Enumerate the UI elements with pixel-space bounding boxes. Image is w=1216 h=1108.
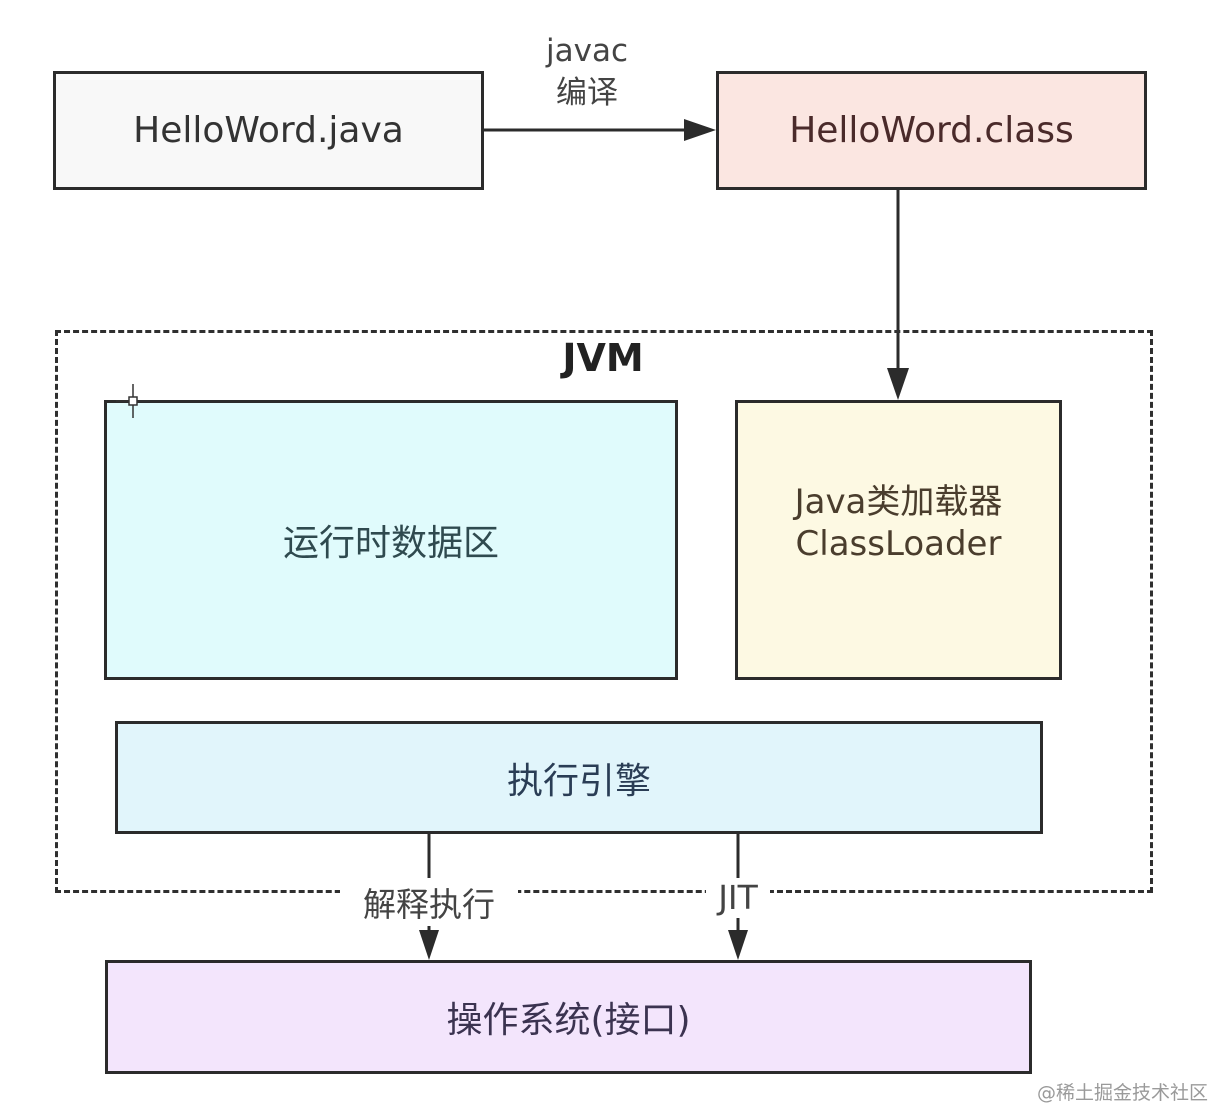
source-file-node: HelloWord.java — [53, 71, 484, 190]
jit-arrowhead — [728, 930, 748, 960]
class-loader-node: Java类加载器 ClassLoader — [735, 400, 1062, 680]
watermark: @稀土掘金技术社区 — [1036, 1082, 1208, 1104]
class-loader-line2: ClassLoader — [795, 524, 1002, 564]
execution-engine-label: 执行引擎 — [506, 760, 651, 802]
crosshair-cursor-icon — [116, 384, 150, 418]
compile-arrowhead — [684, 119, 716, 141]
runtime-data-area-label: 运行时数据区 — [282, 523, 499, 564]
operating-system-label: 操作系统(接口) — [446, 1000, 691, 1041]
compile-edge-line2: 编译 — [556, 75, 618, 111]
jvm-container — [55, 330, 1153, 893]
interpret-arrowhead — [419, 930, 439, 960]
compile-edge-label: javac 编译 — [527, 30, 647, 114]
jvm-title: JVM — [562, 336, 644, 380]
operating-system-node: 操作系统(接口) — [105, 960, 1032, 1074]
load-arrowhead — [887, 368, 909, 400]
jit-edge-label: JIT — [706, 878, 770, 917]
runtime-data-area-node: 运行时数据区 — [104, 400, 678, 680]
execution-engine-node: 执行引擎 — [115, 721, 1043, 834]
compile-edge-line1: javac — [546, 33, 628, 69]
interpret-edge-label: 解释执行 — [340, 878, 518, 926]
class-loader-line1: Java类加载器 — [794, 482, 1003, 522]
class-file-label: HelloWord.class — [789, 110, 1074, 151]
class-file-node: HelloWord.class — [716, 71, 1147, 190]
source-file-label: HelloWord.java — [133, 110, 404, 151]
